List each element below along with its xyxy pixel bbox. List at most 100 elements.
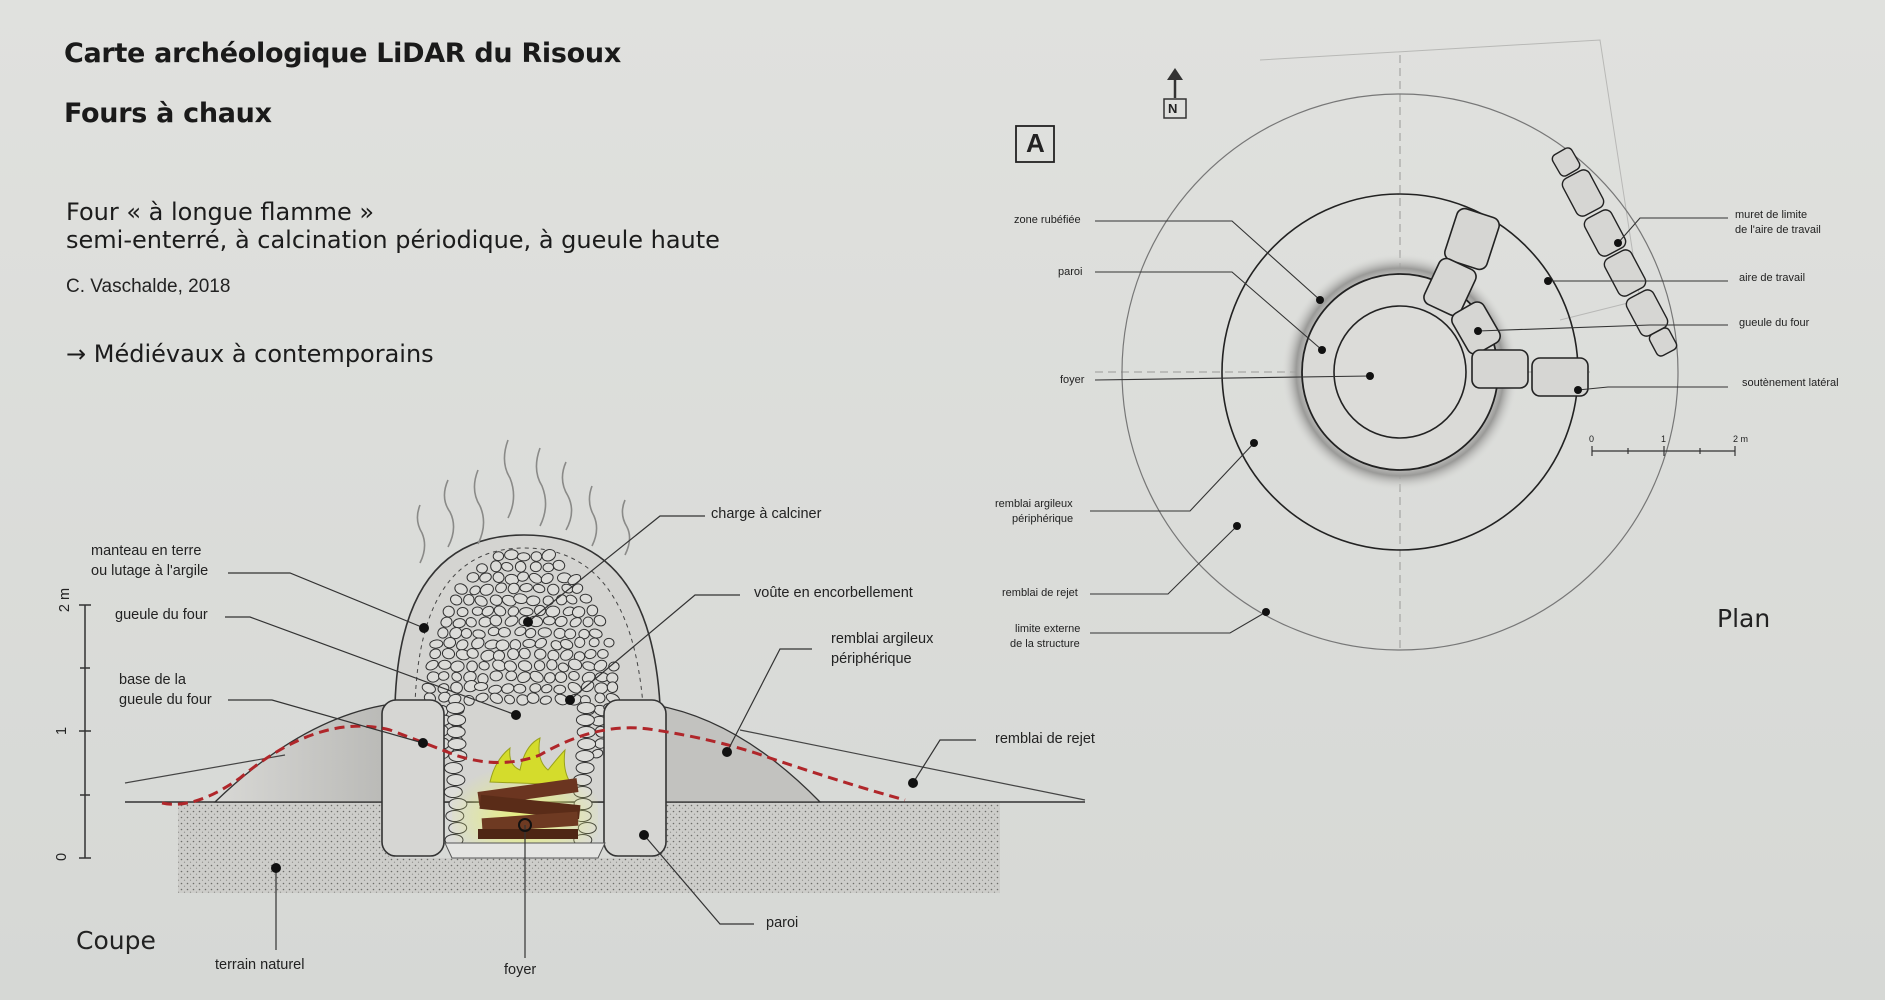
stone	[560, 649, 574, 661]
stone	[569, 617, 582, 628]
foyer-circle	[1333, 305, 1467, 439]
stone	[479, 572, 492, 583]
section-leaders	[225, 515, 976, 958]
stone	[492, 571, 505, 584]
stone	[516, 571, 529, 582]
section-scale-0: 0	[54, 852, 71, 862]
label-remblai-arg-2: périphérique	[831, 651, 912, 667]
label-voute: voûte en encorbellement	[754, 585, 913, 601]
stone	[522, 638, 536, 649]
stone	[446, 702, 465, 714]
label-charge: charge à calciner	[711, 506, 822, 522]
stone	[526, 595, 541, 607]
stone	[554, 671, 568, 683]
stone	[497, 626, 511, 638]
plan-caption: Plan	[1717, 604, 1771, 633]
stone	[575, 750, 595, 762]
plan-scale	[1591, 446, 1736, 456]
stone	[456, 607, 469, 618]
stone	[495, 639, 510, 652]
red-dashed-line	[161, 724, 906, 806]
stone	[534, 637, 548, 649]
label-manteau-2: ou lutage à l'argile	[91, 563, 209, 579]
stone	[463, 694, 475, 706]
stone	[504, 694, 515, 705]
stone	[446, 726, 466, 738]
stone	[469, 585, 481, 596]
stone	[452, 618, 466, 629]
badge-a-box	[1015, 125, 1055, 163]
page-subtitle: Fours à chaux	[64, 98, 272, 129]
stone	[516, 552, 531, 562]
stone	[437, 671, 450, 681]
stone	[438, 691, 451, 703]
plan-label-foyer: foyer	[1060, 374, 1085, 386]
stone	[474, 595, 488, 607]
stone	[473, 682, 489, 692]
plan-drawing	[1015, 39, 1736, 651]
stone	[478, 661, 490, 671]
plan-label-gueule: gueule du four	[1739, 317, 1810, 329]
stone	[489, 594, 503, 606]
plan-leaders	[1090, 217, 1728, 634]
stone	[571, 606, 586, 618]
stone	[503, 660, 517, 673]
stone	[533, 660, 546, 672]
stone	[449, 626, 463, 640]
badge-a: A	[1026, 128, 1045, 158]
stone	[519, 583, 533, 593]
stone	[516, 694, 529, 706]
kiln-type: Four « à longue flamme »	[66, 198, 375, 226]
stone	[540, 572, 554, 584]
label-manteau-1: manteau en terre	[91, 543, 202, 559]
stone	[559, 638, 574, 650]
stone	[507, 648, 520, 661]
stone	[507, 606, 520, 617]
stone	[504, 615, 519, 627]
stone	[577, 738, 597, 750]
stone	[537, 627, 552, 638]
stone	[429, 648, 442, 660]
stone	[450, 660, 465, 673]
remblai-mound-right	[654, 704, 822, 803]
stone	[454, 583, 468, 595]
plan-label-paroi: paroi	[1058, 266, 1083, 278]
stone	[574, 636, 586, 648]
limite-externe-circle	[1121, 93, 1679, 651]
plan-label-aire: aire de travail	[1739, 272, 1806, 284]
stone	[546, 659, 558, 671]
stone	[525, 628, 537, 639]
section-dots	[271, 617, 918, 873]
plan-label-limite-2: de la structure	[1010, 638, 1080, 650]
stone	[429, 639, 444, 649]
remblai-mound-left	[213, 704, 391, 803]
north-arrow-icon	[1163, 68, 1187, 119]
plan-label-remblai-arg-2: périphérique	[1012, 513, 1074, 525]
label-gueule: gueule du four	[115, 607, 208, 623]
section-scale-1: 1	[54, 726, 71, 736]
stone	[513, 683, 527, 694]
stone	[492, 551, 505, 562]
stone	[471, 637, 485, 650]
stone	[606, 681, 619, 693]
stone	[441, 647, 456, 660]
stone	[481, 605, 495, 617]
stone	[456, 639, 469, 651]
plan-label-limite-1: limite externe	[1015, 623, 1081, 635]
stone	[495, 582, 507, 594]
stone	[529, 561, 542, 573]
stone	[542, 595, 554, 606]
stone	[447, 714, 467, 726]
stone	[465, 617, 477, 628]
plan-label-soutenement: soutènement latéral	[1742, 377, 1839, 389]
stone	[476, 563, 488, 574]
page-title: Carte archéologique LiDAR du Risoux	[64, 38, 621, 69]
stone	[449, 594, 463, 606]
stone	[447, 738, 467, 750]
stone	[584, 649, 597, 660]
stone	[463, 594, 475, 606]
label-remblai-rejet: remblai de rejet	[995, 731, 1095, 747]
stone	[576, 702, 596, 714]
section-caption: Coupe	[76, 926, 156, 955]
